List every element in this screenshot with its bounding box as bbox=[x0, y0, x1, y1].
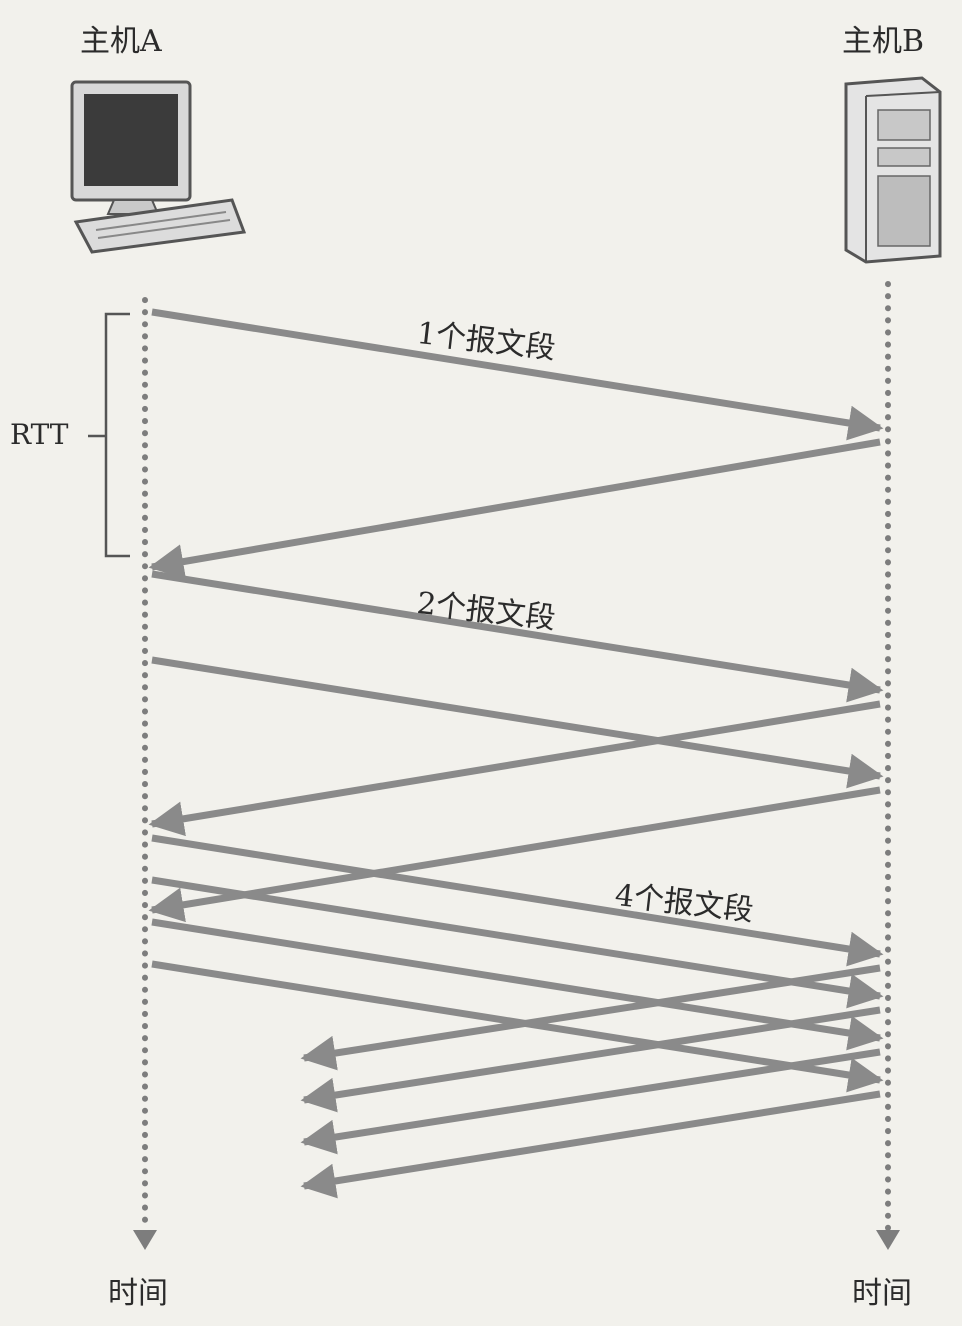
segment-4a-arrow bbox=[151, 834, 884, 967]
server-tower-icon bbox=[844, 76, 942, 264]
host-b-time-label: 时间 bbox=[852, 1276, 912, 1311]
round-3 bbox=[151, 834, 884, 1199]
ack-4b-arrow bbox=[300, 1006, 881, 1113]
segment-4c-arrow bbox=[151, 918, 884, 1051]
ack-4d-arrow bbox=[300, 1090, 881, 1199]
rtt-label: RTT bbox=[10, 418, 69, 451]
ack-2a-arrow bbox=[148, 700, 881, 837]
desktop-computer-icon bbox=[70, 80, 247, 254]
ack-1-arrow bbox=[148, 438, 881, 579]
ack-2b-arrow bbox=[148, 786, 881, 923]
segment-1-arrow bbox=[151, 308, 884, 441]
round-1 bbox=[148, 308, 884, 579]
host-a-time-label: 时间 bbox=[108, 1276, 168, 1311]
host-b-time-arrowhead bbox=[876, 1230, 900, 1250]
ack-4a-arrow bbox=[300, 964, 881, 1071]
host-b-title: 主机B bbox=[842, 24, 925, 59]
host-a-title: 主机A bbox=[80, 24, 162, 59]
ack-4c-arrow bbox=[300, 1048, 881, 1155]
host-a-time-arrowhead bbox=[133, 1230, 157, 1250]
segment-4b-arrow bbox=[151, 876, 884, 1009]
round-2 bbox=[148, 570, 884, 923]
segment-2a-arrow bbox=[151, 570, 884, 703]
rtt-bracket bbox=[88, 312, 130, 558]
segment-2b-arrow bbox=[151, 656, 884, 789]
